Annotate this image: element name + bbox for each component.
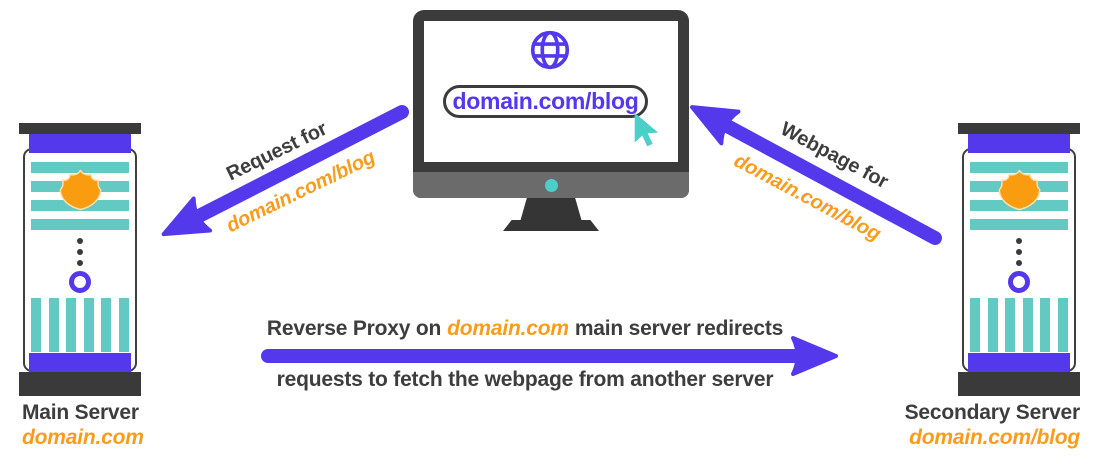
server-vent-stripe (970, 162, 1068, 173)
secondary-server-title: Secondary Server (904, 401, 1081, 424)
server-led-dot (77, 249, 83, 255)
main-server-domain: domain.com (22, 426, 144, 449)
monitor-camera-dot (545, 179, 558, 192)
server-top-cap (958, 123, 1080, 134)
server-ring-indicator (1008, 271, 1030, 293)
redirect-caption-domain: domain.com (447, 317, 569, 340)
server-vent-stripe (970, 219, 1068, 230)
browser-address-bar: domain.com/blog (443, 85, 648, 118)
secondary-server-domain: domain.com/blog (909, 426, 1080, 449)
server-led-dot (77, 238, 83, 244)
server-slot-stripes (31, 298, 129, 352)
server-top-cap (19, 123, 141, 134)
shield-icon (998, 169, 1041, 211)
server-body (23, 148, 137, 372)
server-bottom-band (968, 353, 1070, 373)
cursor-icon (634, 112, 659, 147)
main-server-graphic (19, 123, 141, 396)
server-led-dot (1016, 238, 1022, 244)
main-server-title: Main Server (22, 401, 139, 424)
server-bottom-cap (19, 372, 141, 396)
globe-icon (530, 30, 570, 70)
server-vent-stripe (31, 219, 129, 230)
address-bar-url: domain.com/blog (452, 88, 639, 114)
server-vent-stripe (31, 162, 129, 173)
server-ring-indicator (69, 271, 91, 293)
server-bottom-cap (958, 372, 1080, 396)
monitor-stand (520, 198, 582, 222)
server-led-dot (1016, 249, 1022, 255)
server-led-dot (1016, 260, 1022, 266)
redirect-caption-part1: Reverse Proxy on (266, 317, 442, 340)
redirect-caption-line2: requests to fetch the webpage from anoth… (276, 368, 774, 391)
secondary-server-graphic (958, 123, 1080, 396)
redirect-caption-line1: Reverse Proxy on domain.com main server … (0, 317, 1050, 341)
monitor-base (503, 220, 599, 231)
server-top-band (29, 133, 131, 153)
server-top-band (968, 133, 1070, 153)
server-slot-stripes (970, 298, 1068, 352)
redirect-caption-part2: main server redirects (574, 317, 784, 340)
server-led-dot (77, 260, 83, 266)
server-bottom-band (29, 353, 131, 373)
shield-icon (59, 169, 102, 211)
server-body (962, 148, 1076, 372)
